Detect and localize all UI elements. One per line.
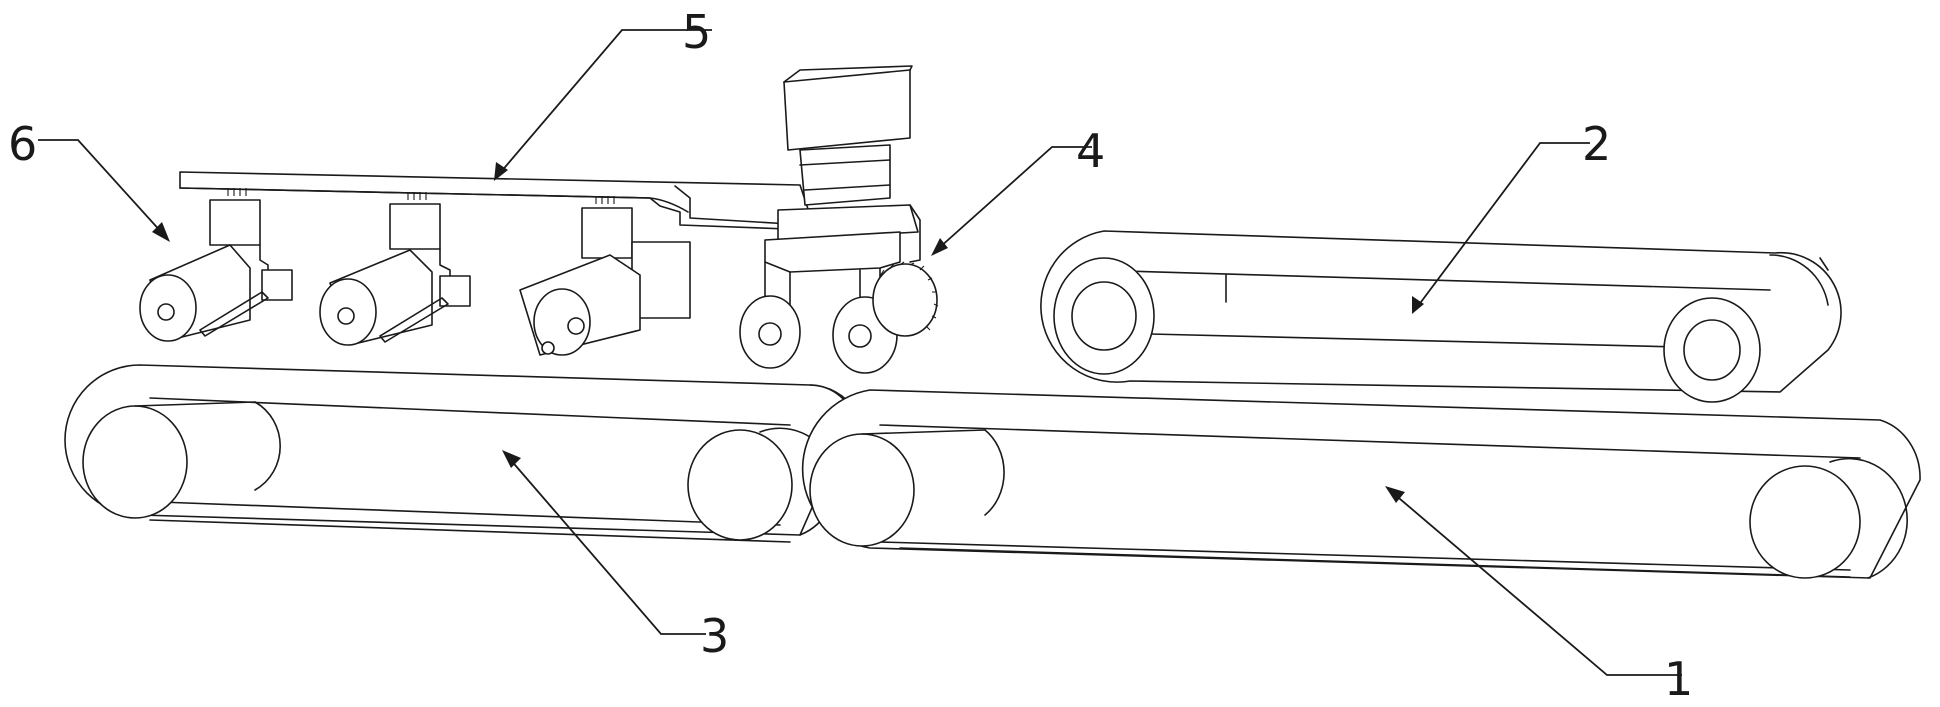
callout-1: 1 xyxy=(1664,652,1693,706)
conveyor-2 xyxy=(1040,230,1842,403)
leader-lines xyxy=(38,29,1682,676)
callout-6: 6 xyxy=(8,117,37,171)
cylinder-unit-b xyxy=(319,192,471,346)
callout-2: 2 xyxy=(1582,117,1611,171)
cylinder-unit-a xyxy=(139,188,293,342)
conveyor-3 xyxy=(64,364,859,543)
callout-4: 4 xyxy=(1076,124,1105,178)
beam-5 xyxy=(179,171,816,231)
unit-4 xyxy=(739,65,939,374)
callout-5: 5 xyxy=(682,5,711,59)
cylinder-unit-c xyxy=(519,196,691,356)
callout-3: 3 xyxy=(700,609,729,663)
callout-labels: 6 5 4 2 3 1 xyxy=(8,5,1693,706)
unit-6 xyxy=(139,188,691,356)
conveyor-1 xyxy=(801,389,1921,579)
